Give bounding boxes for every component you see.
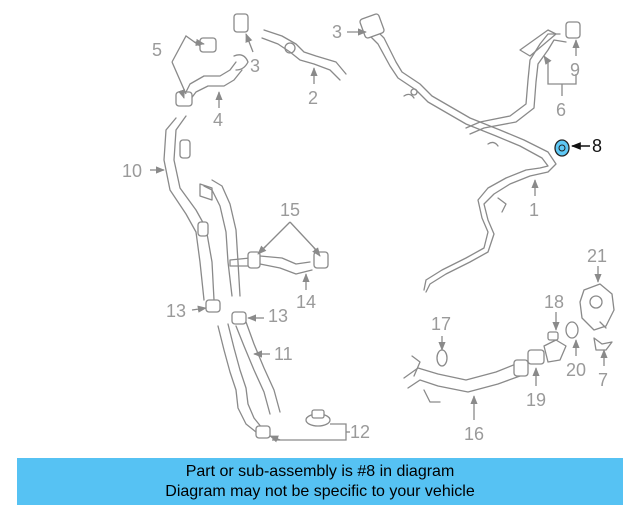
- callout-18: 18: [544, 292, 564, 312]
- callout-leaders: [150, 28, 608, 443]
- callout-labels: 1 2 3 3 4 5 6 7 8 9 10 11 12 13 13 14 15…: [122, 22, 608, 444]
- callout-4: 4: [213, 110, 223, 130]
- hose-4: [175, 37, 249, 107]
- callout-20: 20: [566, 360, 586, 380]
- clamps-13: [205, 299, 247, 325]
- hose-11: [217, 321, 281, 439]
- banner-line-part-number: Part or sub-assembly is #8 in diagram: [185, 462, 455, 480]
- cap-12: [305, 409, 331, 427]
- callout-8: 8: [592, 136, 602, 156]
- callout-3-left: 3: [250, 56, 260, 76]
- ring-17: [436, 349, 448, 367]
- callout-2: 2: [308, 88, 318, 108]
- info-banner: Part or sub-assembly is #8 in diagram Di…: [17, 458, 623, 505]
- callout-17: 17: [431, 314, 451, 334]
- callout-6: 6: [556, 100, 566, 120]
- hose-18: [543, 331, 567, 363]
- callout-1: 1: [529, 200, 539, 220]
- callout-19: 19: [526, 390, 546, 410]
- callout-16: 16: [464, 424, 484, 444]
- pipe-6: [465, 21, 581, 135]
- clamp-19: [527, 349, 545, 365]
- hose-2: [233, 13, 347, 81]
- callout-5: 5: [152, 40, 162, 60]
- callout-14: 14: [296, 292, 316, 312]
- parts-diagram: 1 2 3 3 4 5 6 7 8 9 10 11 12 13 13 14 15…: [122, 13, 615, 444]
- hose-14: [229, 251, 329, 275]
- callout-13-left: 13: [166, 301, 186, 321]
- housing-21: [579, 283, 615, 331]
- clip-7: [593, 337, 613, 351]
- callout-11: 11: [274, 344, 293, 364]
- seal-20: [565, 321, 579, 339]
- callout-21: 21: [587, 246, 607, 266]
- banner-line-disclaimer: Diagram may not be specific to your vehi…: [165, 482, 475, 500]
- callout-13-right: 13: [268, 306, 288, 326]
- callout-12: 12: [350, 422, 370, 442]
- callout-9: 9: [570, 60, 580, 80]
- callout-7: 7: [598, 370, 608, 390]
- callout-15: 15: [280, 200, 300, 220]
- callout-10: 10: [122, 161, 142, 181]
- pipe-1: [359, 13, 557, 293]
- part-8-highlighted: [554, 139, 570, 157]
- pipe-16: [403, 355, 529, 403]
- pipe-10: [163, 115, 241, 301]
- callout-3-top: 3: [332, 22, 342, 42]
